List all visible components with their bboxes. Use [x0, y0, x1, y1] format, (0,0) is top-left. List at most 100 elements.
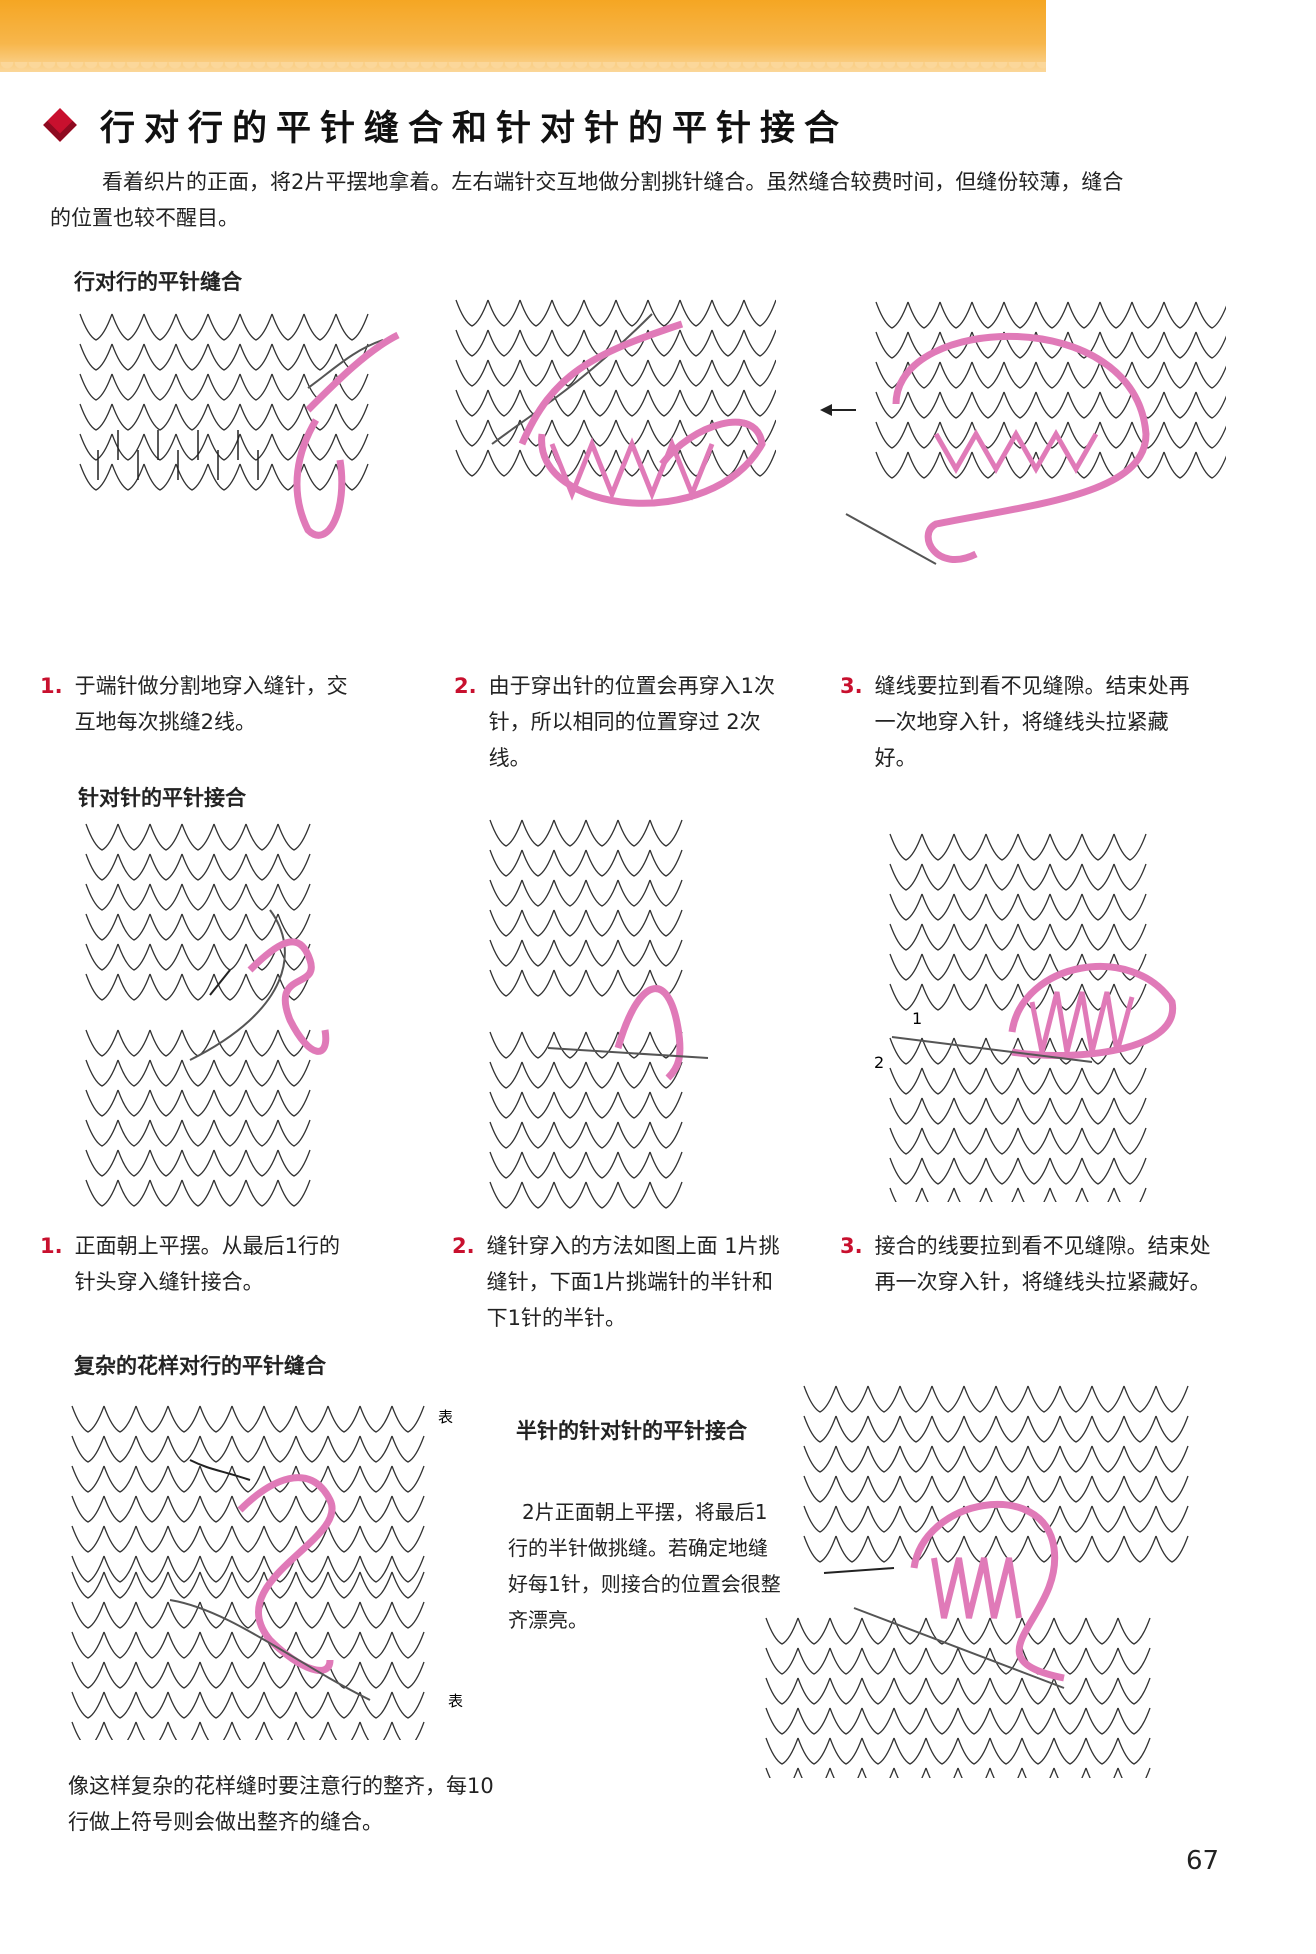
knit-stitch — [861, 1707, 895, 1735]
knit-stitch — [391, 1405, 425, 1433]
knit-stitch — [199, 1661, 233, 1689]
knit-stitch — [835, 1445, 869, 1473]
section2-figure-1 — [80, 820, 340, 1210]
knit-stitch — [617, 939, 651, 967]
knit-stitch — [1085, 1707, 1119, 1735]
knit-fabric — [79, 313, 369, 491]
knit-stitch — [303, 403, 337, 431]
knit-stitch — [111, 433, 145, 461]
knit-stitch — [455, 389, 489, 417]
knit-stitch — [617, 1061, 651, 1089]
knit-stitch — [1163, 331, 1197, 359]
knit-stitch — [239, 403, 273, 431]
knit-stitch — [231, 1435, 265, 1463]
knit-stitch — [199, 1495, 233, 1523]
knit-stitch — [213, 853, 247, 881]
knit-stitch — [167, 1661, 201, 1689]
knit-stitch — [327, 1661, 361, 1689]
knit-stitch — [907, 391, 941, 419]
knit-stitch — [135, 1525, 169, 1553]
knit-stitch — [207, 313, 241, 341]
section1-figure-2 — [412, 294, 776, 634]
knit-stitch — [455, 419, 489, 447]
knit-stitch — [583, 419, 617, 447]
knit-stitch — [1053, 1707, 1087, 1735]
arrow-left-icon — [189, 1459, 251, 1481]
knit-stitch — [1099, 331, 1133, 359]
knit-stitch — [111, 343, 145, 371]
knit-stitch — [239, 313, 273, 341]
knit-stitch — [519, 299, 553, 327]
knit-stitch — [391, 1571, 425, 1599]
knit-stitch — [295, 1435, 329, 1463]
knit-stitch — [79, 313, 113, 341]
knit-stitch — [1113, 1157, 1147, 1185]
knit-fabric — [455, 299, 776, 477]
knit-stitch — [957, 1617, 991, 1645]
knit-stitch — [231, 1631, 265, 1659]
knit-stitch — [1017, 1067, 1051, 1095]
section1-step-2: 2. 由于穿出针的位置会再穿入1次针，所以相同的位置穿过 2次线。 — [454, 668, 788, 776]
knit-stitch — [679, 359, 713, 387]
figure-label: 1 — [912, 1009, 922, 1028]
knit-stitch — [829, 1617, 863, 1645]
knit-stitch — [391, 1465, 425, 1493]
knit-stitch — [1017, 923, 1051, 951]
knit-stitch — [117, 1149, 151, 1177]
knit-stitch — [1091, 1415, 1125, 1443]
knit-stitch — [1195, 301, 1226, 329]
step-text: 缝线要拉到看不见缝隙。结束处再一次地穿入针，将缝线头拉紧藏好。 — [874, 674, 1190, 770]
knit-stitch — [239, 343, 273, 371]
section2-step-1: 1. 正面朝上平摆。从最后1行的针头穿入缝针接合。 — [40, 1228, 358, 1300]
knit-stitch — [143, 313, 177, 341]
knit-stitch — [925, 1707, 959, 1735]
knit-stitch — [207, 403, 241, 431]
step-text: 由于穿出针的位置会再穿入1次针，所以相同的位置穿过 2次线。 — [488, 674, 775, 770]
knit-stitch — [79, 343, 113, 371]
knit-stitch — [199, 1571, 233, 1599]
knit-stitch — [939, 421, 973, 449]
knit-stitch — [521, 1121, 555, 1149]
knit-stitch — [1053, 1617, 1087, 1645]
knit-stitch — [213, 943, 247, 971]
knit-stitch — [649, 1061, 683, 1089]
knit-stitch — [989, 1767, 1023, 1778]
knit-stitch — [649, 849, 683, 877]
knit-fabric — [889, 833, 1147, 1011]
knit-stitch — [957, 1647, 991, 1675]
knit-stitch — [327, 1601, 361, 1629]
knit-stitch — [647, 449, 681, 477]
knit-stitch — [303, 463, 337, 491]
knit-stitch — [277, 1089, 311, 1117]
knit-stitch — [117, 1059, 151, 1087]
knit-stitch — [711, 389, 745, 417]
knit-stitch — [489, 1031, 523, 1059]
knit-stitch — [103, 1435, 137, 1463]
knit-stitch — [921, 1157, 955, 1185]
knit-stitch — [199, 1525, 233, 1553]
knit-stitch — [921, 983, 955, 1011]
step-number: 2. — [454, 674, 477, 698]
knit-stitch — [1131, 361, 1165, 389]
knit-stitch — [303, 343, 337, 371]
knit-stitch — [921, 1067, 955, 1095]
knit-stitch — [359, 1435, 393, 1463]
knit-stitch — [245, 1029, 279, 1057]
knit-stitch — [1017, 953, 1051, 981]
knit-stitch — [245, 1179, 279, 1207]
knit-stitch — [245, 823, 279, 851]
knit-stitch — [1049, 1157, 1083, 1185]
step-text: 于端针做分割地穿入缝针，交互地每次挑缝2线。 — [74, 674, 348, 734]
knit-stitch — [391, 1631, 425, 1659]
knit-stitch — [1163, 421, 1197, 449]
knit-stitch — [85, 1089, 119, 1117]
knit-stitch — [931, 1415, 965, 1443]
knit-stitch — [971, 301, 1005, 329]
knit-stitch — [1035, 301, 1069, 329]
knit-stitch — [867, 1505, 901, 1533]
knit-stitch — [925, 1647, 959, 1675]
knit-stitch — [295, 1721, 329, 1740]
knit-stitch — [875, 451, 909, 479]
knit-stitch — [149, 1089, 183, 1117]
knit-stitch — [953, 893, 987, 921]
